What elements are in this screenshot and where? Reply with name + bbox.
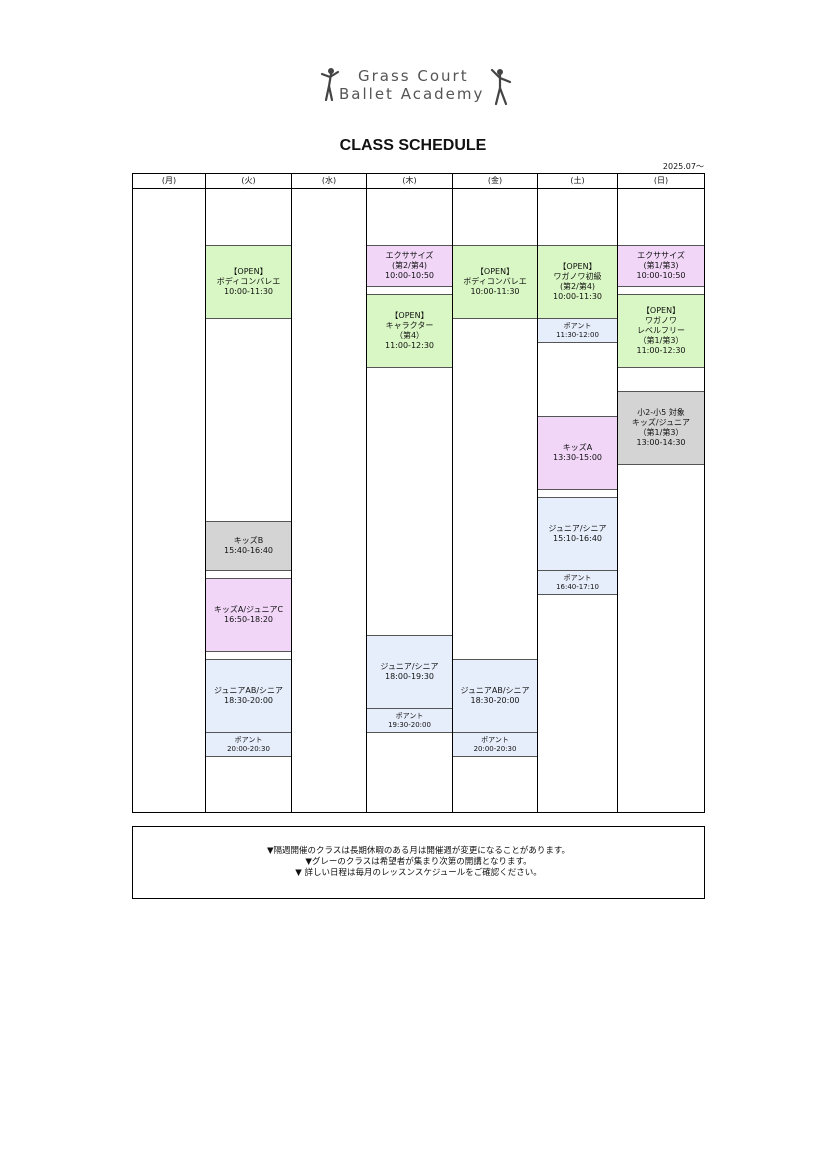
class-block: ポアント 20:00-20:30 [206, 732, 291, 757]
note-line: ▼グレーのクラスは希望者が集まり次第の開講となります。 [305, 857, 532, 867]
page-title: CLASS SCHEDULE [339, 137, 487, 154]
class-block: ジュニアAB/シニア 18:30-20:00 [206, 659, 291, 733]
logo-line-2: Ballet Academy [339, 85, 485, 103]
day-header-sun: (日) [618, 174, 704, 189]
class-block: 【OPEN】 ワガノワ初級 (第2/第4) 10:00-11:30 [538, 245, 617, 319]
class-block: 【OPEN】 キャラクター （第4） 11:00-12:30 [367, 294, 452, 368]
class-block: 【OPEN】 ワガノワ レベルフリー （第1/第3） 11:00-12:30 [618, 294, 704, 368]
note-line: ▼隔週開催のクラスは長期休暇のある月は開催週が変更になることがあります。 [266, 846, 571, 856]
column-thu: (木) エクササイズ (第2/第4) 10:00-10:50 【OPEN】 キャ… [367, 174, 453, 812]
column-wed: (水) [292, 174, 367, 812]
day-header-thu: (木) [367, 174, 452, 189]
dancer-left-icon [320, 68, 340, 102]
class-block: ジュニア/シニア 15:10-16:40 [538, 497, 617, 571]
class-block: 【OPEN】 ボディコンバレエ 10:00-11:30 [206, 245, 291, 319]
column-fri: (金) 【OPEN】 ボディコンバレエ 10:00-11:30 ジュニアAB/シ… [453, 174, 538, 812]
class-block: ジュニア/シニア 18:00-19:30 [367, 635, 452, 709]
academy-logo: Grass Court Ballet Academy [310, 62, 520, 110]
class-block: キッズA 13:30-15:00 [538, 416, 617, 490]
day-header-wed: (水) [292, 174, 366, 189]
notes-box: ▼隔週開催のクラスは長期休暇のある月は開催週が変更になることがあります。 ▼グレ… [132, 826, 705, 899]
day-header-fri: (金) [453, 174, 537, 189]
column-tue: (火) 【OPEN】 ボディコンバレエ 10:00-11:30 キッズB 15:… [206, 174, 292, 812]
effective-date: 2025.07〜 [662, 162, 704, 171]
class-block: 小2-小5 対象 キッズ/ジュニア （第1/第3） 13:00-14:30 [618, 391, 704, 465]
class-block: ポアント 20:00-20:30 [453, 732, 537, 757]
day-header-sat: (土) [538, 174, 617, 189]
class-block: 【OPEN】 ボディコンバレエ 10:00-11:30 [453, 245, 537, 319]
class-block: ポアント 19:30-20:00 [367, 708, 452, 733]
class-block: ポアント 11:30-12:00 [538, 318, 617, 343]
class-block: ジュニアAB/シニア 18:30-20:00 [453, 659, 537, 733]
class-block: エクササイズ (第2/第4) 10:00-10:50 [367, 245, 452, 287]
logo-line-1: Grass Court [358, 67, 469, 85]
class-block: キッズB 15:40-16:40 [206, 521, 291, 571]
note-line: ▼ 詳しい日程は毎月のレッスンスケジュールをご確認ください。 [295, 868, 542, 878]
column-mon: (月) [133, 174, 206, 812]
class-block: エクササイズ (第1/第3) 10:00-10:50 [618, 245, 704, 287]
dancer-right-icon [490, 68, 512, 106]
class-block: キッズA/ジュニアC 16:50-18:20 [206, 578, 291, 652]
column-sat: (土) 【OPEN】 ワガノワ初級 (第2/第4) 10:00-11:30 ポア… [538, 174, 618, 812]
day-header-tue: (火) [206, 174, 291, 189]
day-header-mon: (月) [133, 174, 205, 189]
class-block: ポアント 16:40-17:10 [538, 570, 617, 595]
column-sun: (日) エクササイズ (第1/第3) 10:00-10:50 【OPEN】 ワガ… [618, 174, 704, 812]
schedule-grid: (月) (火) 【OPEN】 ボディコンバレエ 10:00-11:30 キッズB… [132, 173, 705, 813]
